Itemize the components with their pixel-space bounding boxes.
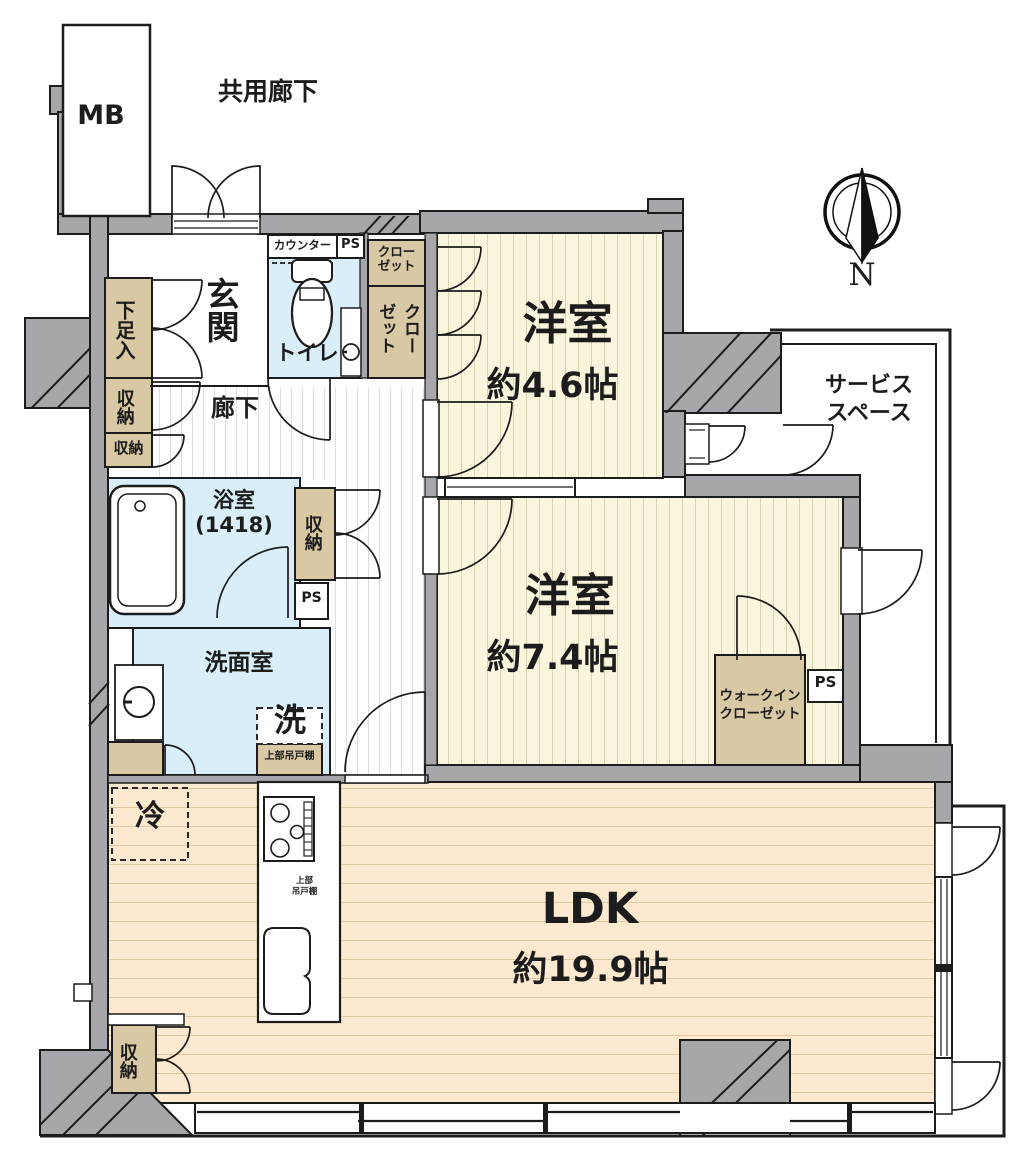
- compass-north-label: N: [848, 257, 876, 293]
- pipe-space-label-bath: PS: [301, 590, 322, 606]
- service-space-label: サービス スペース: [824, 373, 913, 426]
- utility-boxes: [107, 234, 844, 1026]
- western-room2-size: 約7.4帖: [486, 638, 619, 678]
- bath-name-label: 浴室(1418): [180, 488, 288, 538]
- western-room2-name: 洋室: [524, 569, 615, 622]
- washer-label: 洗: [273, 701, 306, 739]
- storage-boxes: [104, 239, 806, 1094]
- ldk-name: LDK: [541, 884, 639, 934]
- wall-notch: [73, 983, 93, 1002]
- walk-in-closet-label: ウォークイン クローゼット: [719, 688, 801, 722]
- western-room1-name: 洋室: [522, 297, 613, 350]
- doors: [151, 165, 1001, 1111]
- toilet-label: トイレ: [275, 341, 339, 365]
- pipe-space-label-wic: PS: [814, 673, 837, 691]
- appliance-outlines: [111, 707, 323, 861]
- fixtures: [108, 259, 362, 1024]
- common-corridor-label: 共用廊下: [217, 77, 318, 106]
- storage-label-hall-2: 収納: [113, 439, 144, 457]
- corridor-label: 廊下: [211, 394, 259, 422]
- bath-size: (1418): [195, 513, 273, 538]
- closet-label-vertical: クローゼット: [375, 302, 420, 354]
- windows: [194, 477, 953, 1134]
- counter-label: カウンター: [273, 238, 332, 252]
- fridge-label: 冷: [135, 799, 165, 834]
- western-room1-size: 約4.6帖: [486, 366, 619, 406]
- upper-cabinet-label-1: 上部吊戸棚: [264, 751, 315, 762]
- ldk-size: 約19.9帖: [512, 950, 669, 990]
- storage-label-hall-1: 収納: [113, 389, 135, 425]
- shoe-cabinet-label: 下足入: [112, 300, 136, 360]
- bath-name: 浴室: [213, 488, 255, 512]
- closet-label-upper: クロー ゼット: [377, 244, 416, 274]
- meter-box-label: MB: [77, 100, 125, 131]
- floors: [107, 232, 936, 1104]
- upper-cabinet-label-2: 上部 吊戸棚: [291, 876, 318, 898]
- compass-icon: [823, 167, 901, 265]
- meter-box: [61, 23, 152, 218]
- pipe-space-label-top: PS: [341, 237, 360, 252]
- entrance-label: 玄関: [200, 277, 240, 343]
- storage-label-bath: 収納: [301, 515, 323, 551]
- washroom-label: 洗面室: [204, 650, 274, 676]
- storage-label-ldk: 収納: [116, 1043, 138, 1079]
- service-space-boundary: [40, 328, 1006, 1138]
